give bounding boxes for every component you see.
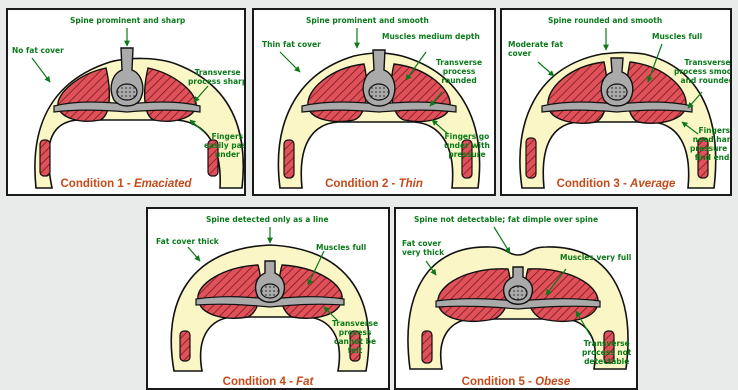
muscles-label: Muscles full (316, 243, 366, 252)
fat-label: Fat cover thick (156, 237, 219, 246)
fat-label: Thin fat cover (262, 40, 321, 49)
caption-condition: Average (630, 178, 675, 190)
caption-prefix: Condition 3 - (557, 178, 630, 190)
fat-label: Moderate fat cover (508, 40, 563, 58)
caption-prefix: Condition 5 - (462, 376, 535, 388)
caption-condition: Obese (535, 376, 570, 388)
spine-label: Spine not detectable; fat dimple over sp… (414, 215, 598, 224)
condition-5-panel: Spine not detectable; fat dimple over sp… (394, 207, 638, 390)
emaciated-cross-section (8, 10, 246, 196)
caption-condition: Thin (399, 178, 423, 190)
condition-1-panel: Spine prominent and sharp No fat cover T… (6, 8, 246, 196)
condition-2-panel: Spine prominent and smooth Thin fat cove… (252, 8, 496, 196)
panel-caption: Condition 3 - Average (502, 178, 730, 190)
condition-4-panel: Spine detected only as a line Fat cover … (146, 207, 390, 390)
caption-condition: Fat (296, 376, 313, 388)
muscles-label: Muscles very full (560, 253, 631, 262)
panel-caption: Condition 2 - Thin (254, 178, 494, 190)
caption-prefix: Condition 1 - (61, 178, 134, 190)
spine-label: Spine prominent and smooth (306, 16, 429, 25)
transverse-label: Transverse process cannot be felt (332, 319, 378, 355)
condition-3-panel: Spine rounded and smooth Moderate fat co… (500, 8, 732, 196)
panel-caption: Condition 1 - Emaciated (8, 178, 244, 190)
caption-prefix: Condition 4 - (223, 376, 296, 388)
transverse-label: Transverse process not detectable (582, 339, 631, 366)
fat-label: No fat cover (12, 46, 64, 55)
spine-label: Spine detected only as a line (206, 215, 329, 224)
spine-label: Spine prominent and sharp (70, 16, 185, 25)
panel-caption: Condition 4 - Fat (148, 376, 388, 388)
transverse-label: Transverse process rounded (436, 58, 482, 85)
fingers-label: Fingers easily pass under (204, 132, 246, 159)
fat-label: Fat cover very thick (402, 239, 444, 257)
panel-caption: Condition 5 - Obese (396, 376, 636, 388)
muscles-label: Muscles medium depth (382, 32, 480, 41)
caption-prefix: Condition 2 - (325, 178, 398, 190)
fingers-label: Fingers go under with pressure (444, 132, 490, 159)
caption-condition: Emaciated (134, 178, 192, 190)
transverse-label: Transverse process sharp (188, 68, 246, 86)
transverse-label: Transverse process smooth and rounded (674, 58, 732, 85)
fingers-label: Fingers need hard pressure to find ends (690, 126, 732, 162)
muscles-label: Muscles full (652, 32, 702, 41)
spine-label: Spine rounded and smooth (548, 16, 662, 25)
